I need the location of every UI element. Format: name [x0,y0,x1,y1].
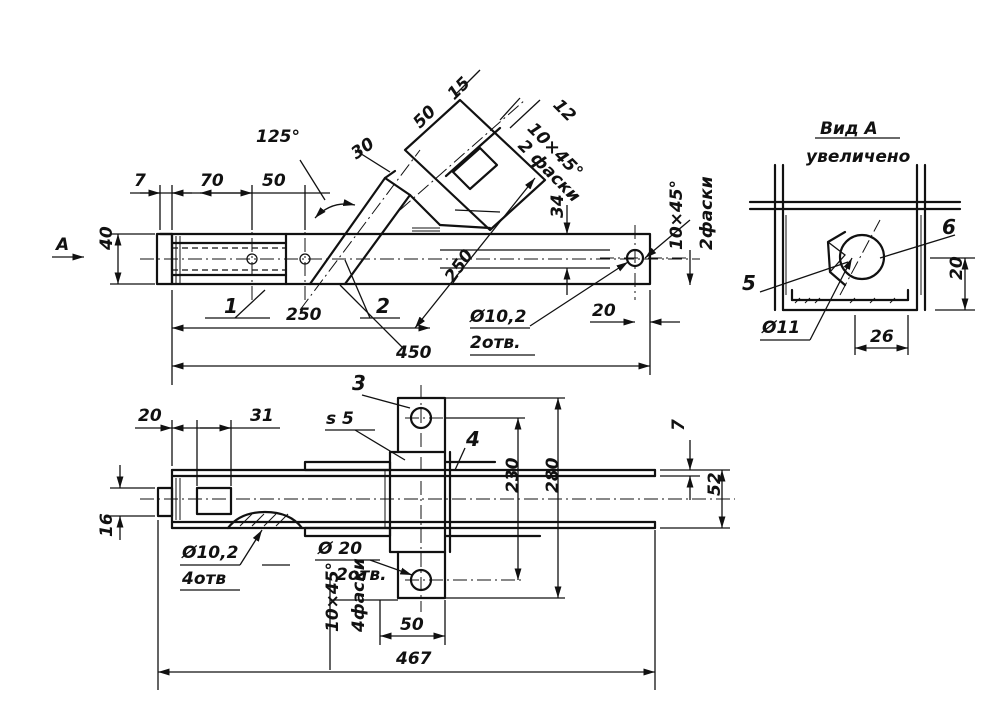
part-2-strut [308,176,412,286]
part-label-5: 5 [742,271,756,295]
dim-hole: Ø10,2 [469,307,526,327]
dim-250-diag: 250 [441,246,478,287]
plan-dim-52: 52 [705,472,725,496]
plan-dim-chamfer-count: 4фаски [349,558,369,633]
dim-250: 250 [286,305,322,325]
dim-d11: Ø11 [761,318,800,338]
part-3-plate [388,450,447,554]
part-label-2: 2 [376,294,390,318]
plan-dim-7: 7 [669,419,689,431]
part-label-6: 6 [942,215,956,239]
plan-dim-31: 31 [250,406,274,426]
plan-dim-50: 50 [400,615,424,635]
dim-40: 40 [97,226,117,251]
dim-12: 12 [549,95,580,126]
dim-34: 34 [548,194,568,218]
dim-va-26: 26 [870,327,894,347]
plan-dim-16: 16 [97,513,117,537]
part-label-1: 1 [224,294,238,318]
front-view: 7 70 50 125° 30 15 50 12 10×45° 2 фаски … [52,69,717,385]
dim-angle: 125° [256,127,300,147]
dim-chamfer-right: 10×45° [667,180,687,250]
dim-70: 70 [200,171,224,191]
plan-dim-dia20-count: 2отв. [336,565,387,585]
view-a-title: Вид А [820,119,878,139]
shaft-circle [838,233,886,281]
plan-dim-hole-count: 4отв [181,569,226,589]
part-label-3: 3 [352,371,366,395]
plan-view: 20 31 s 5 3 4 230 280 7 52 16 [97,371,735,690]
dim-450: 450 [395,343,432,363]
dim-hole-count: 2отв. [470,333,521,353]
part-label-4: 4 [465,427,480,451]
hatch-left [175,236,181,284]
dim-20: 20 [592,301,616,321]
plan-dim-280: 280 [543,457,563,493]
plan-dim-20: 20 [138,406,162,426]
view-a: Вид А увеличено 5 6 Ø11 [742,119,975,355]
dim-chamfer-right-count: 2фаски [697,176,717,250]
plan-dim-dia20: Ø 20 [317,539,362,559]
arrow-a-label: А [54,235,69,255]
plan-dim-chamfer: 10×45° [323,562,343,632]
plan-dim-467: 467 [395,649,432,669]
tilted-slot [451,146,499,191]
dim-15: 15 [444,73,475,104]
dim-7: 7 [134,171,146,191]
plan-dim-s5: s 5 [326,409,354,429]
plan-dim-hole: Ø10,2 [181,543,238,563]
dim-50b: 50 [409,102,440,133]
dim-30: 30 [347,134,378,164]
view-a-subtitle: увеличено [806,147,911,167]
dim-va-20: 20 [947,256,967,280]
plan-dim-230: 230 [503,457,523,493]
dim-50: 50 [262,171,286,191]
